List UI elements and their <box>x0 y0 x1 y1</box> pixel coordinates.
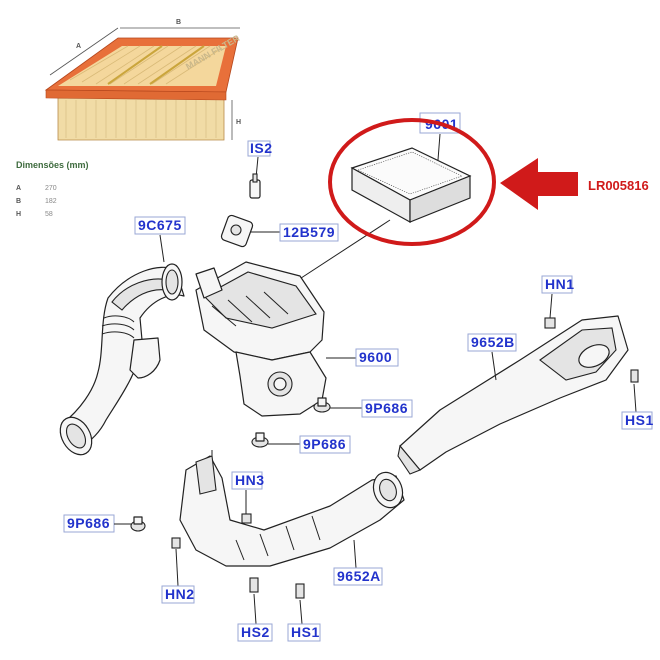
dim-letter-a: A <box>76 43 81 50</box>
part-number: LR005816 <box>588 178 649 193</box>
callout-hn3: HN3 <box>235 472 265 488</box>
dim-letter-b: B <box>176 19 181 26</box>
callout-9652a: 9652A <box>337 568 381 584</box>
dimensions-table: Dimensões (mm) A 270 B 182 H 58 <box>16 160 89 218</box>
duct-9652b-group: HN1 9652B HS1 <box>397 275 654 475</box>
callout-hn2: HN2 <box>165 586 195 602</box>
dimension-value-b: 182 <box>45 198 57 205</box>
callout-9600: 9600 <box>359 349 392 365</box>
dimension-key-a: A <box>16 185 21 192</box>
callout-9p686-b: 9P686 <box>303 436 346 452</box>
callout-9c675: 9C675 <box>138 217 182 233</box>
filter-element-highlight: 9601 <box>294 112 496 283</box>
callout-12b579: 12B579 <box>283 224 335 240</box>
dimension-value-h: 58 <box>45 211 53 218</box>
callout-9p686-c: 9P686 <box>67 515 110 531</box>
reference-arrow-group: LR005816 <box>500 158 649 210</box>
callout-hs1-right: HS1 <box>625 412 654 428</box>
dimension-value-a: 270 <box>45 185 57 192</box>
sensor-group: IS2 12B579 <box>220 140 339 248</box>
callout-9p686-a: 9P686 <box>365 400 408 416</box>
red-arrow-icon <box>500 158 578 210</box>
callout-hs1-bottom: HS1 <box>291 624 320 640</box>
callout-hn1: HN1 <box>545 276 575 292</box>
dimension-key-h: H <box>16 211 21 218</box>
duct-9652a-group: HN3 9P686 HN2 9652A HS2 HS1 <box>63 455 405 642</box>
dim-letter-h: H <box>236 119 241 126</box>
dimensions-title: Dimensões (mm) <box>16 160 89 170</box>
callout-hs2: HS2 <box>241 624 270 640</box>
callout-9652b: 9652B <box>471 334 515 350</box>
air-filter-product-photo: A B H MANN FILTER <box>44 19 242 141</box>
dimension-key-b: B <box>16 198 21 205</box>
intake-hose-group: 9C675 <box>59 216 186 456</box>
callout-is2: IS2 <box>250 140 273 156</box>
highlight-circle <box>328 118 496 246</box>
airbox-group: 9600 9P686 9P686 <box>195 261 413 454</box>
